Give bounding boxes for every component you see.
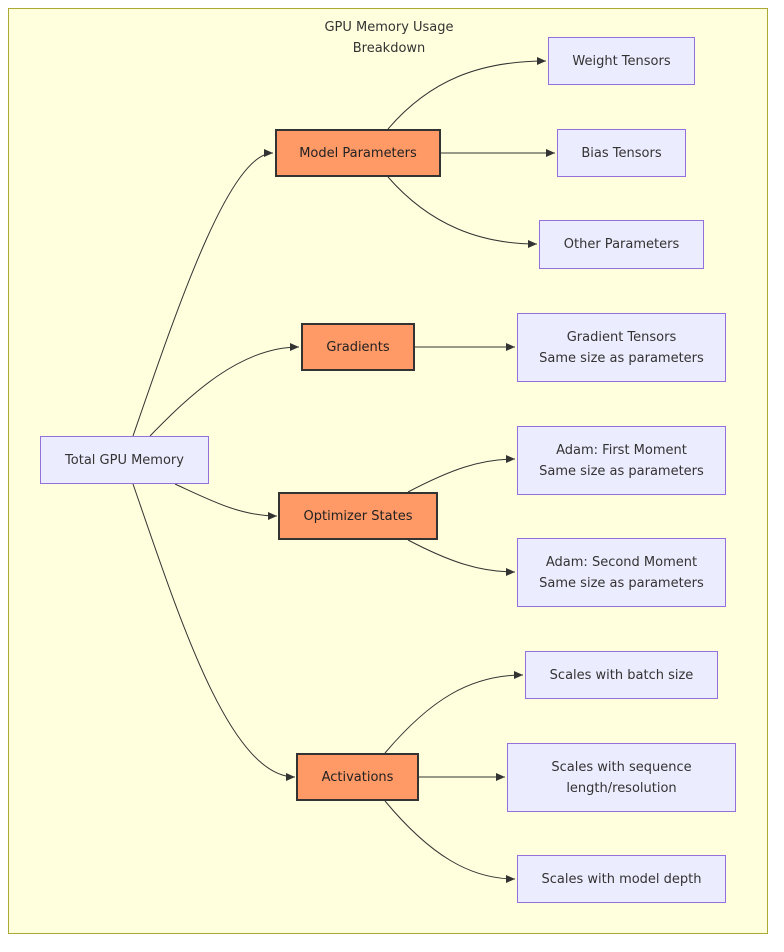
edge-optimizer-to-adam-second <box>407 539 516 576</box>
edge-total-to-optimizer-states <box>174 483 278 520</box>
node-scales-model-depth: Scales with model depth <box>517 855 726 903</box>
node-label: Optimizer States <box>303 508 413 524</box>
node-total-gpu-memory: Total GPU Memory <box>40 436 209 484</box>
node-label: Weight Tensors <box>572 53 671 69</box>
node-label: Scales with sequence length/resolution <box>551 759 692 796</box>
node-label: Adam: Second Moment Same size as paramet… <box>539 554 704 591</box>
node-label: Scales with batch size <box>549 667 694 683</box>
node-label: Bias Tensors <box>581 145 662 161</box>
node-optimizer-states: Optimizer States <box>278 492 438 540</box>
node-weight-tensors: Weight Tensors <box>548 37 695 85</box>
node-label: Activations <box>321 769 394 785</box>
edge-model-to-other <box>387 176 538 248</box>
node-label: Other Parameters <box>563 237 680 252</box>
node-bias-tensors: Bias Tensors <box>557 129 686 177</box>
node-other-parameters: Other Parameters <box>539 220 704 269</box>
node-scales-batch-size: Scales with batch size <box>525 651 718 699</box>
node-adam-second-moment: Adam: Second Moment Same size as paramet… <box>517 538 726 607</box>
node-label: Model Parameters <box>299 145 417 161</box>
diagram-title: GPU Memory Usage Breakdown <box>324 20 454 56</box>
node-label: Gradients <box>326 339 390 355</box>
edge-total-to-model-parameters <box>132 149 274 437</box>
edge-activations-to-depth <box>384 800 516 883</box>
node-gradient-tensors: Gradient Tensors Same size as parameters <box>517 313 726 382</box>
node-activations: Activations <box>296 753 419 801</box>
node-adam-first-moment: Adam: First Moment Same size as paramete… <box>517 426 726 495</box>
edge-optimizer-to-adam-first <box>407 455 516 493</box>
node-label: Gradient Tensors Same size as parameters <box>539 329 704 366</box>
node-label: Total GPU Memory <box>65 452 184 468</box>
edge-model-to-weight <box>387 57 547 130</box>
edge-activations-to-batch <box>384 671 524 754</box>
node-label: Adam: First Moment Same size as paramete… <box>539 442 704 479</box>
node-model-parameters: Model Parameters <box>275 129 441 177</box>
edge-total-to-activations <box>132 483 296 781</box>
node-label: Scales with model depth <box>541 871 702 887</box>
node-scales-sequence-length: Scales with sequence length/resolution <box>507 743 736 812</box>
node-gradients: Gradients <box>301 323 415 371</box>
edge-total-to-gradients <box>149 343 300 437</box>
